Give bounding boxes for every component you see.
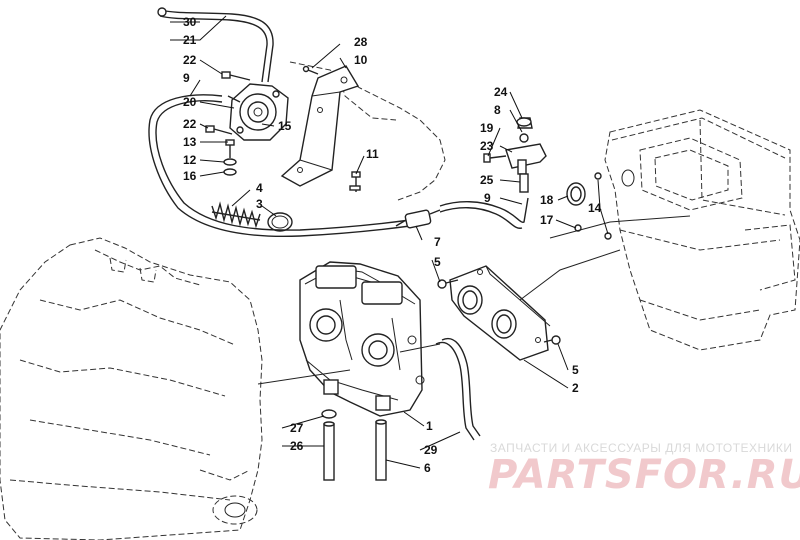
carb-adapter-2 — [449, 265, 551, 361]
screw-13 — [225, 139, 235, 158]
callout-2: 2 — [572, 381, 579, 395]
spring-4 — [211, 201, 261, 229]
callout-9-right: 9 — [484, 191, 491, 205]
callout-17: 17 — [540, 213, 554, 227]
callout-24: 24 — [494, 85, 508, 99]
washer-16 — [223, 168, 237, 176]
callout-18: 18 — [540, 193, 554, 207]
push-rivet-28 — [302, 65, 319, 75]
fuel-filter-7 — [395, 209, 441, 229]
mounting-bracket-10 — [280, 65, 360, 187]
callout-22-mid: 22 — [183, 117, 197, 131]
callout-12: 12 — [183, 153, 197, 167]
hose-29 — [435, 337, 481, 441]
callout-16: 16 — [183, 169, 197, 183]
washer-12 — [223, 158, 237, 166]
callout-27: 27 — [290, 421, 304, 435]
screw-11 — [349, 171, 361, 192]
clamp-3 — [267, 212, 293, 232]
vent-hose-21 — [157, 7, 274, 83]
callout-30: 30 — [183, 15, 197, 29]
callout-29: 29 — [424, 443, 438, 457]
callout-1: 1 — [426, 419, 433, 433]
callout-28: 28 — [354, 35, 368, 49]
callout-7: 7 — [434, 235, 441, 249]
callout-6: 6 — [424, 461, 431, 475]
callout-22-top: 22 — [183, 53, 197, 67]
clamp-27 — [321, 409, 337, 419]
leader-lines — [170, 15, 609, 469]
airbox — [604, 109, 800, 351]
callout-4: 4 — [256, 181, 263, 195]
callout-25: 25 — [480, 173, 494, 187]
grommet-18 — [566, 182, 586, 206]
watermark-logo: PARTSFOR.RU — [488, 452, 800, 498]
fuel-hose-9-left — [148, 94, 411, 238]
callout-14: 14 — [588, 201, 602, 215]
screw-22-top — [221, 71, 251, 81]
screw-14a — [594, 172, 602, 180]
drain-tube-26 — [323, 421, 335, 481]
callout-9-left: 9 — [183, 71, 190, 85]
callout-21: 21 — [183, 33, 197, 47]
callout-8: 8 — [494, 103, 501, 117]
callout-13: 13 — [183, 135, 197, 149]
callout-26: 26 — [290, 439, 304, 453]
screw-5-bottom — [543, 335, 561, 345]
watermark-caption: ЗАПЧАСТИ И АКСЕССУАРЫ ДЛЯ МОТОТЕХНИКИ — [490, 441, 792, 455]
callout-23: 23 — [480, 139, 494, 153]
callout-15: 15 — [278, 119, 292, 133]
callout-20: 20 — [183, 95, 197, 109]
washer-24 — [516, 117, 532, 127]
callout-10: 10 — [354, 53, 368, 67]
callout-19: 19 — [480, 121, 494, 135]
fuel-hose-9-right — [439, 197, 529, 229]
engine-block — [0, 237, 263, 540]
screw-22-mid — [205, 125, 233, 135]
carburetor-assembly-1 — [299, 261, 425, 417]
callout-11: 11 — [366, 147, 379, 161]
callout-3: 3 — [256, 197, 263, 211]
drain-tube-6 — [375, 419, 387, 481]
callout-5-bottom: 5 — [572, 363, 579, 377]
callout-5-top: 5 — [434, 255, 441, 269]
